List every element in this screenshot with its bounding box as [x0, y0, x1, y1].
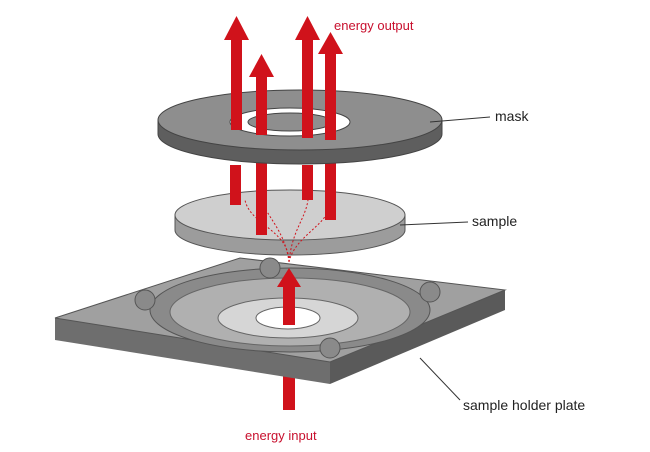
mask-label: mask [495, 108, 529, 124]
sample-label: sample [472, 213, 518, 229]
sample-holder-plate [54, 257, 507, 384]
energy-output-arrows-upper [224, 16, 343, 140]
energy-output-arrows-lower [230, 160, 336, 235]
mask-disc [157, 89, 443, 165]
energy-input-label: energy input [245, 428, 317, 443]
energy-input-arrow-head [277, 268, 301, 325]
energy-output-label: energy output [334, 18, 414, 33]
leader-lines [399, 116, 491, 401]
sample-disc [174, 189, 406, 263]
sample-holder-plate-label: sample holder plate [463, 397, 586, 413]
